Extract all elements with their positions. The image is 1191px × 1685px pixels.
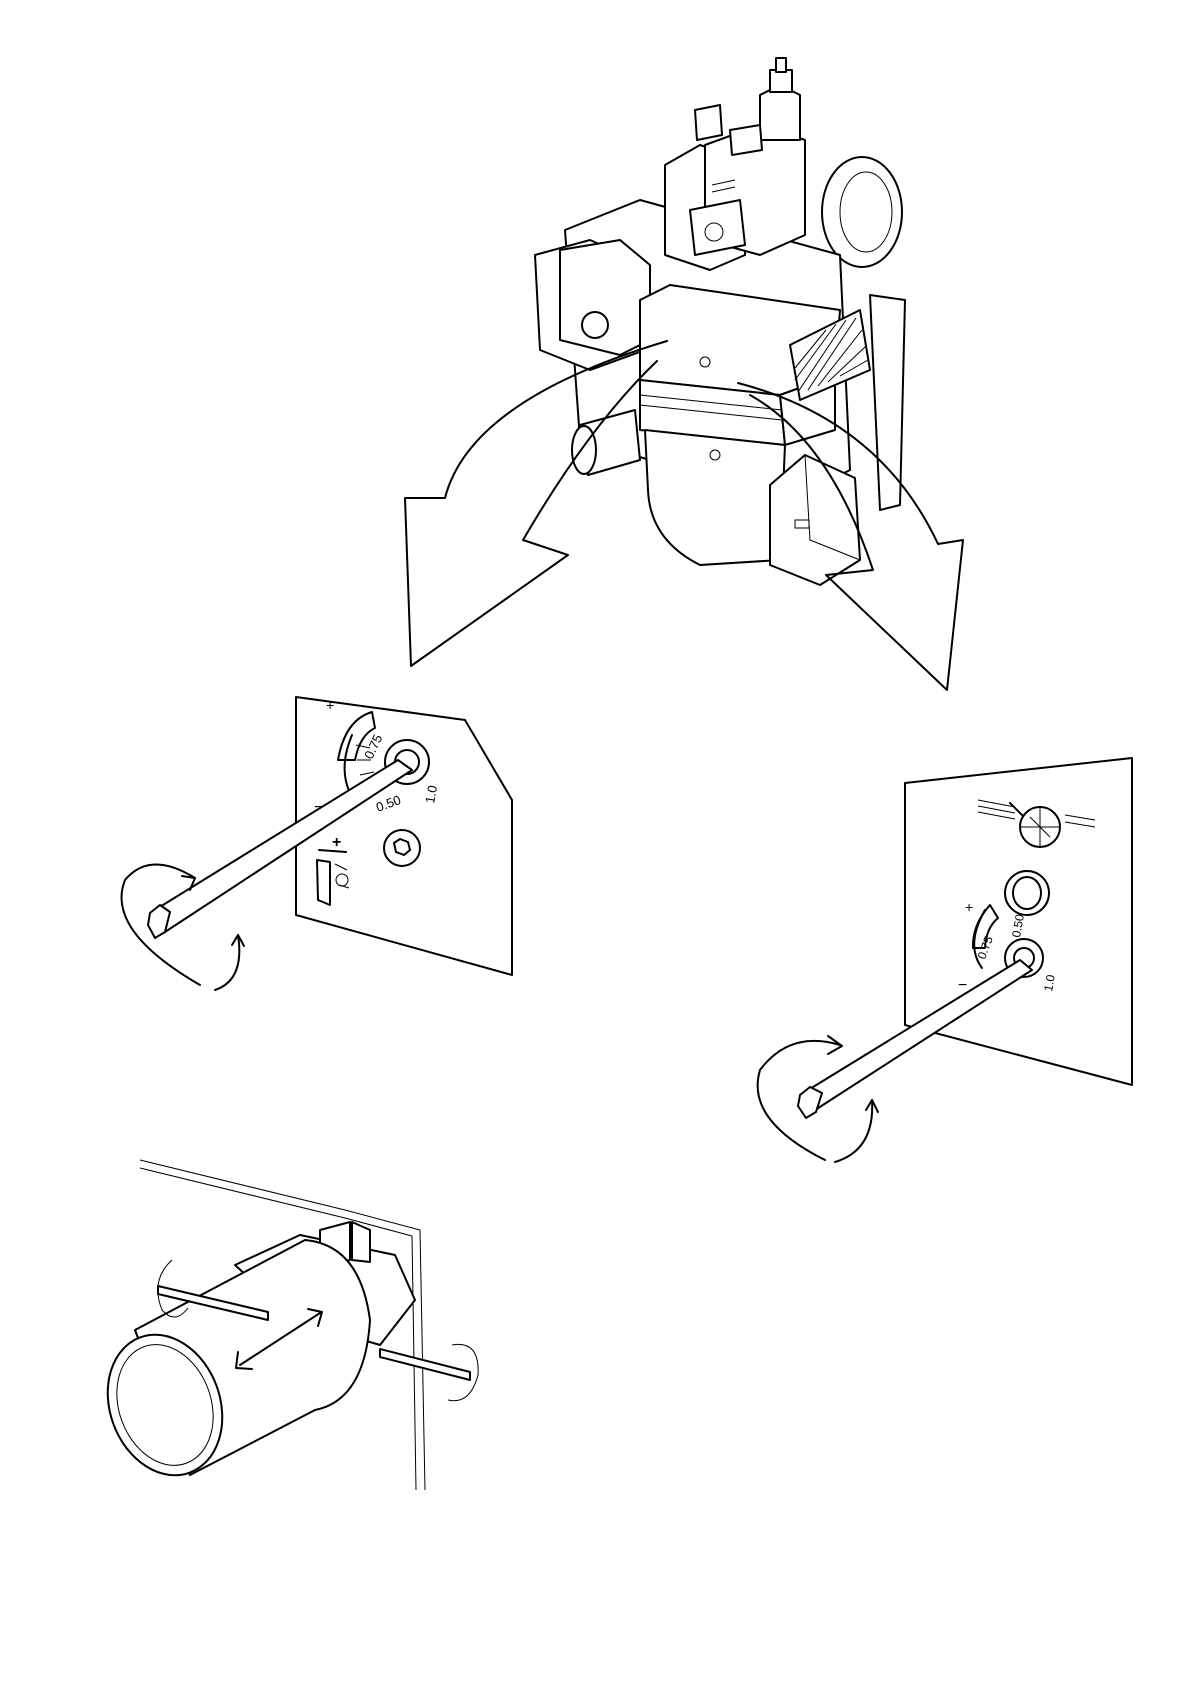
adjustment-panel-left: + − 0.75 1.0 0.50 + [296,697,512,975]
panel-b-scale-10: 1.0 [1041,973,1058,992]
panel-a-plus-label: + [326,697,334,713]
panel-b-minus-label: − [958,977,967,994]
panel-b-plus-label: + [965,899,973,915]
hex-key-tool-right [758,960,1032,1162]
panel-a-slider-plus: + [332,834,341,851]
blast-tube-illustration [89,1160,478,1491]
burner-assembly-illustration [535,58,905,585]
adjustment-panel-right: + − 0.75 0.50 1.0 [905,758,1132,1085]
panel-a-scale-10: 1.0 [422,784,440,804]
